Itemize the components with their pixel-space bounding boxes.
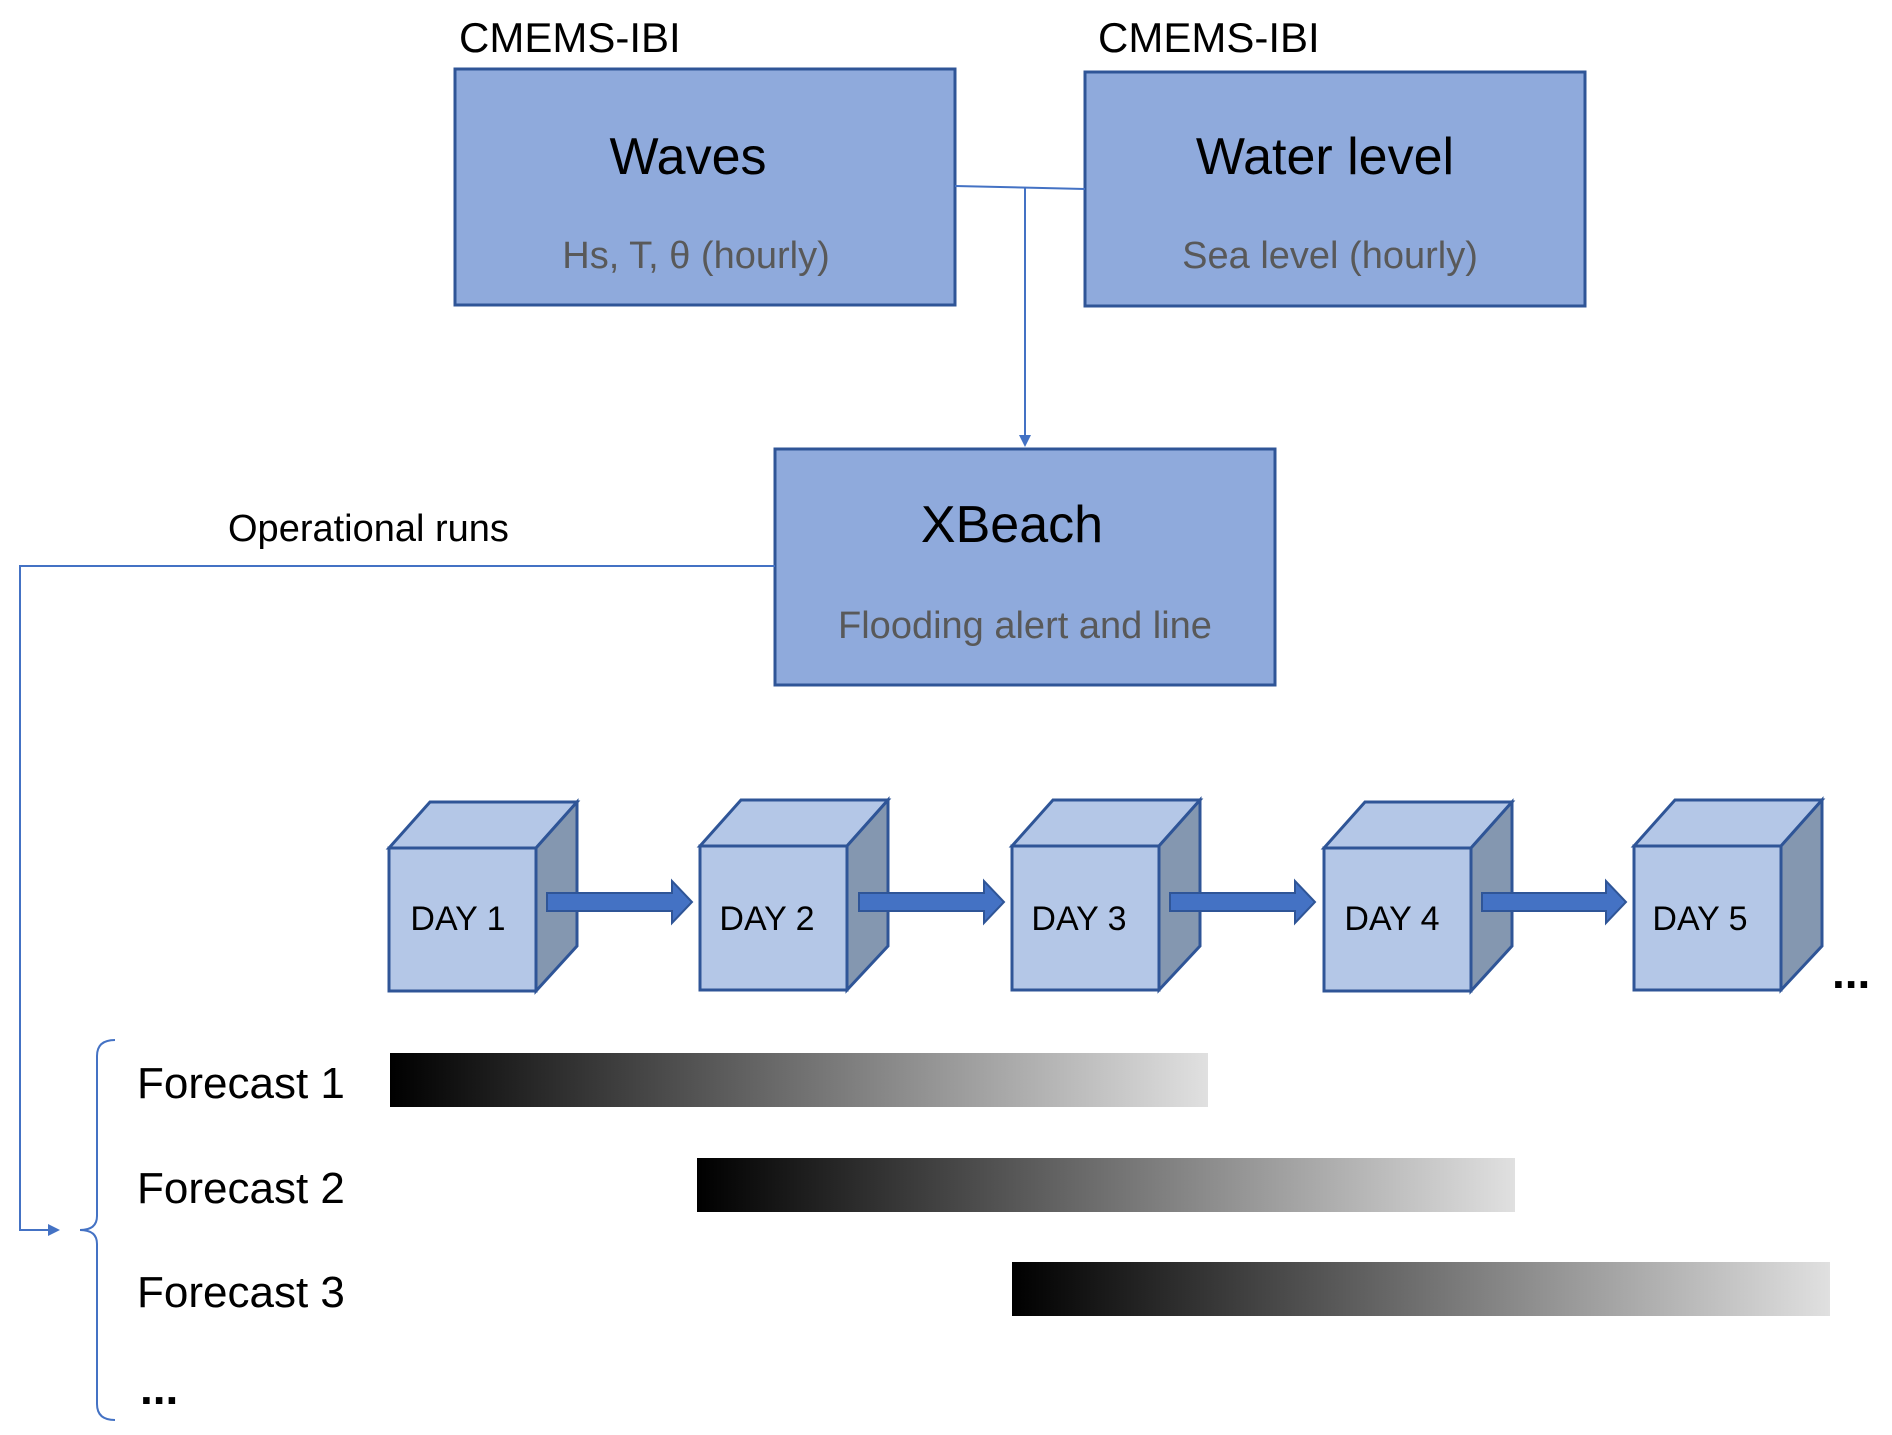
- day-label: DAY 2: [719, 900, 814, 938]
- day-cube: DAY 4: [1320, 798, 1516, 995]
- day-arrow: [858, 878, 1006, 926]
- waves-title: Waves: [610, 128, 767, 186]
- day-label: DAY 4: [1344, 900, 1439, 938]
- day-label: DAY 1: [410, 900, 505, 938]
- forecast-label: Forecast 1: [137, 1059, 345, 1108]
- water-level-box: Water level Sea level (hourly): [1083, 70, 1587, 308]
- provider-label-waves: CMEMS-IBI: [459, 14, 681, 61]
- water-level-title: Water level: [1196, 128, 1454, 186]
- day-label: DAY 5: [1652, 900, 1747, 938]
- day-arrow: [1481, 878, 1628, 926]
- waves-box: Waves Hs, T, θ (hourly): [453, 67, 957, 307]
- day-label: DAY 3: [1031, 900, 1126, 938]
- xbeach-box: XBeach Flooding alert and line: [773, 447, 1277, 687]
- operational-runs-connector: [19, 565, 775, 1236]
- xbeach-title: XBeach: [921, 496, 1103, 554]
- day-cube: DAY 5: [1630, 796, 1826, 994]
- provider-label-water-level: CMEMS-IBI: [1098, 14, 1320, 61]
- forecast-bar: [1012, 1262, 1830, 1316]
- day-arrow: [546, 878, 694, 926]
- forecasts-ellipsis: ...: [140, 1362, 178, 1414]
- xbeach-detail: Flooding alert and line: [838, 605, 1212, 647]
- days-ellipsis: ...: [1832, 946, 1870, 998]
- forecast-bar: [390, 1053, 1208, 1107]
- forecast-bar: [697, 1158, 1515, 1212]
- forecast-bracket: [79, 1039, 116, 1421]
- forecast-label: Forecast 2: [137, 1164, 345, 1213]
- sources-connector: [954, 185, 1086, 447]
- forecast-label: Forecast 3: [137, 1268, 345, 1317]
- day-arrow: [1169, 878, 1317, 926]
- operational-runs-label: Operational runs: [228, 508, 509, 550]
- waves-detail: Hs, T, θ (hourly): [562, 235, 829, 277]
- water-level-detail: Sea level (hourly): [1182, 235, 1478, 277]
